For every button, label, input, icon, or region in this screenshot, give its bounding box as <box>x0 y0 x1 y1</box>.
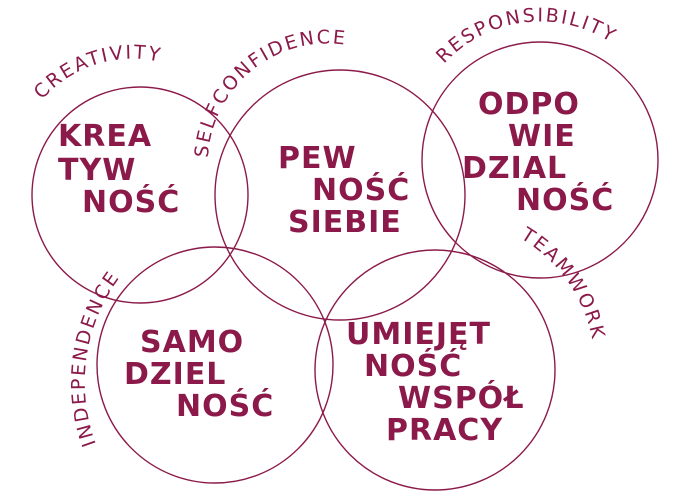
svg-text:DZIEL: DZIEL <box>124 357 226 392</box>
svg-text:NOŚĆ: NOŚĆ <box>516 181 614 218</box>
circle-selfconfidence <box>214 69 466 321</box>
label-responsibility: RESPONSIBILITY <box>432 4 621 67</box>
polish-word-selfconfidence: PEW NOŚĆ SIEBIE <box>278 141 410 240</box>
svg-text:DZIAL: DZIAL <box>462 151 567 186</box>
polish-word-teamwork: UMIEJĘT NOŚĆ WSPÓŁ PRACY <box>346 317 524 448</box>
circle-creativity <box>31 86 249 304</box>
polish-word-responsibility: ODPO WIE DZIAL NOŚĆ <box>462 87 614 218</box>
svg-text:TYW: TYW <box>58 153 136 188</box>
svg-text:NOŚĆ: NOŚĆ <box>312 171 410 208</box>
svg-text:NOŚĆ: NOŚĆ <box>176 387 274 424</box>
svg-text:UMIEJĘT: UMIEJĘT <box>346 317 491 352</box>
svg-text:PEW: PEW <box>278 141 357 176</box>
svg-text:NOŚĆ: NOŚĆ <box>364 347 462 384</box>
svg-text:ODPO: ODPO <box>478 87 580 122</box>
circle-independence <box>96 246 334 484</box>
label-teamwork: TEAMWORK <box>516 223 609 342</box>
label-independence: INDEPENDENCE <box>68 266 125 449</box>
svg-text:SAMO: SAMO <box>140 325 244 360</box>
label-creativity: CREATIVITY <box>30 41 164 103</box>
svg-text:WSPÓŁ: WSPÓŁ <box>398 379 524 416</box>
svg-text:PRACY: PRACY <box>386 413 503 448</box>
circle-teamwork <box>314 249 556 491</box>
svg-text:NOŚĆ: NOŚĆ <box>82 183 180 220</box>
svg-text:WIE: WIE <box>508 119 576 154</box>
polish-word-creativity: KREA TYW NOŚĆ <box>58 119 180 220</box>
svg-text:KREA: KREA <box>58 119 152 154</box>
polish-word-independence: SAMO DZIEL NOŚĆ <box>124 325 274 424</box>
circle-responsibility <box>421 41 659 279</box>
svg-text:SIEBIE: SIEBIE <box>288 205 402 240</box>
